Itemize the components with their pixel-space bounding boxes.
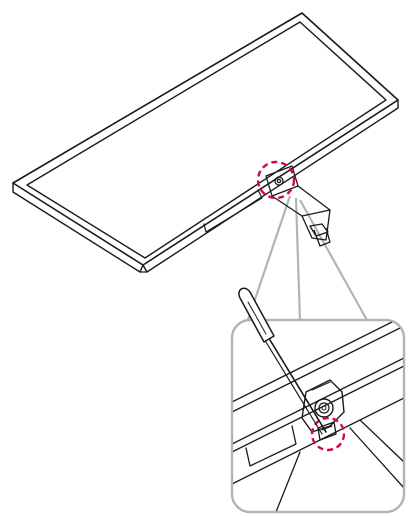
screw-icon — [314, 398, 334, 418]
zoom-callout-connectors — [246, 195, 369, 323]
highlight-circle-icon — [256, 160, 296, 200]
highlight-circle-icon — [310, 416, 346, 452]
monitor-icon — [12, 12, 399, 273]
stand-neck-icon — [265, 165, 331, 247]
screwdriver-icon — [238, 287, 327, 435]
zoom-callout-icon — [230, 318, 406, 514]
